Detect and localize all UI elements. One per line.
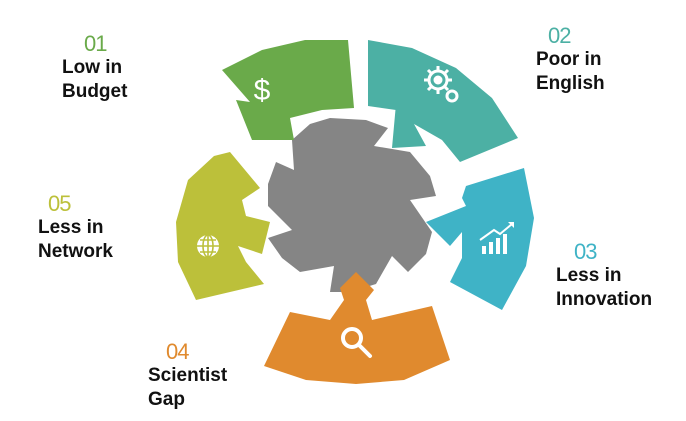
segment-5-line-2: Network — [38, 240, 113, 262]
segment-4-label: 04 Scientist Gap — [148, 339, 228, 412]
segment-1-line-2: Budget — [62, 80, 128, 102]
segment-4-arrow — [264, 272, 450, 384]
globe-icon — [197, 234, 219, 258]
growth-chart-icon — [479, 222, 514, 254]
center-hub — [268, 118, 436, 292]
segment-5-line-1: Less in — [38, 217, 104, 239]
segment-3-number: 03 — [574, 239, 597, 264]
segment-4-line-2: Gap — [148, 388, 185, 410]
segment-5-label: 05 Less in Network — [38, 191, 113, 264]
segment-2-number: 02 — [548, 23, 571, 48]
segment-5-number: 05 — [48, 191, 71, 216]
magnifier-icon — [341, 327, 372, 358]
segment-1-label: 01 Low in Budget — [62, 31, 128, 104]
segment-3-line-2: Innovation — [556, 288, 653, 310]
segment-3-label: 03 Less in Innovation — [556, 239, 653, 312]
segment-4-number: 04 — [166, 339, 189, 364]
dollar-icon: $ — [254, 74, 271, 107]
gears-icon — [424, 66, 459, 103]
svg-text:$: $ — [254, 74, 271, 107]
segment-2-label: 02 Poor in English — [536, 23, 605, 96]
segment-3-line-1: Less in — [556, 265, 622, 287]
segment-2-line-1: Poor in — [536, 49, 602, 71]
segment-1-line-1: Low in — [62, 57, 123, 79]
segment-4-line-1: Scientist — [148, 365, 228, 387]
segment-5-arrow — [176, 152, 270, 300]
segment-1-number: 01 — [84, 31, 107, 56]
segment-2-line-2: English — [536, 72, 605, 94]
segment-1-arrow — [222, 40, 354, 140]
segment-2-arrow — [368, 40, 518, 162]
